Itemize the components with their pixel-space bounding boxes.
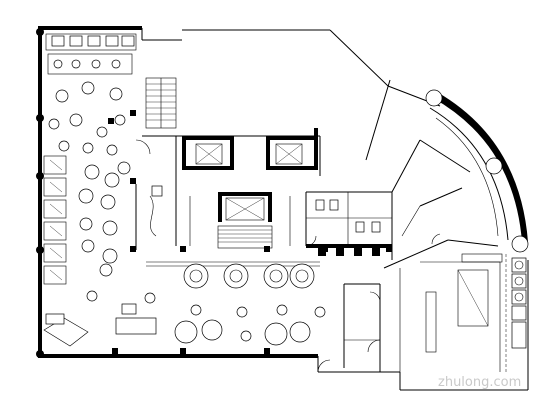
lounge-sofa-area	[43, 290, 157, 347]
watermark-text: zhulong.com	[438, 375, 521, 390]
stair-upper	[145, 77, 177, 129]
west-wall-columns	[36, 28, 44, 358]
curved-facade-columns	[425, 89, 529, 253]
lobby-seating	[78, 161, 131, 277]
door-swings	[135, 139, 441, 373]
lower-right-rooms	[343, 253, 503, 372]
top-left-dining-area	[45, 33, 137, 156]
cafe-seating	[174, 304, 326, 346]
restroom-block	[305, 191, 393, 260]
kitchen-equipment	[505, 254, 527, 372]
structural-columns	[108, 110, 392, 354]
elevator-core	[142, 128, 321, 249]
round-booths-row	[146, 261, 320, 289]
diagonal-partitions	[365, 79, 499, 269]
lobby-reception	[135, 184, 163, 250]
window-booth-strip	[43, 155, 67, 285]
exterior-walls	[38, 26, 529, 391]
